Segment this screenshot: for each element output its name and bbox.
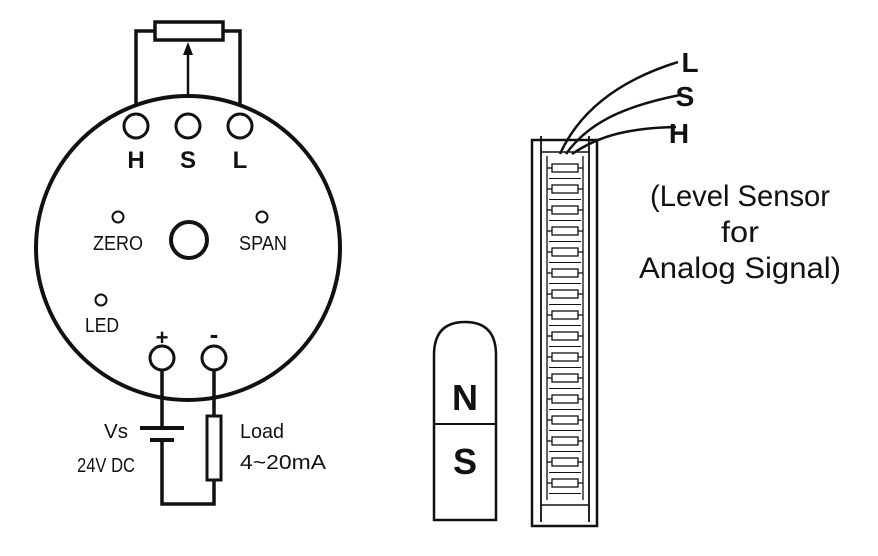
led-indicator [94,293,108,307]
sensor-resistor [551,436,579,446]
sensor-resistor [551,247,579,257]
sensor-resistor [551,352,579,362]
wire-l-label: L [681,47,698,78]
load-range-label: 4~20mA [240,452,327,474]
magnet-north-label: N [452,377,478,418]
load-label: Load [240,421,284,443]
sensor-resistor [551,394,579,404]
power-loop: Vs 24V DC Load 4~20mA [77,370,327,506]
sensor-resistor [551,478,579,488]
sensor-resistor [551,163,579,173]
plus-label: + [156,325,169,350]
magnet-south-label: S [453,441,477,482]
sensor-resistor [551,310,579,320]
sensor-resistor [551,268,579,278]
sensor-resistor [551,331,579,341]
terminal-s [174,112,202,140]
led-label: LED [85,315,119,337]
sensor-resistor [551,289,579,299]
zero-label: ZERO [93,233,143,255]
center-adjust-knob[interactable] [169,220,209,260]
sensor-caption-line1: (Level Sensor [650,180,830,213]
zero-trimmer[interactable] [111,210,125,224]
terminal-h [122,112,150,140]
terminal-l-label: L [233,147,248,174]
sensor-resistor [551,205,579,215]
span-label: SPAN [239,233,287,255]
wire-s-label: S [676,81,695,112]
sensor-resistor [551,457,579,467]
terminal-plus [148,344,176,372]
terminal-h-label: H [127,147,144,174]
vs-label: Vs [104,421,128,443]
wire-h-label: H [669,118,689,149]
load-resistor [205,414,223,482]
resistor-chain [546,156,584,500]
sensor-resistor [551,184,579,194]
sensor-resistor [551,373,579,383]
magnet: N S [432,320,498,522]
terminal-minus [200,344,228,372]
span-trimmer[interactable] [255,210,269,224]
sensor-caption-line3: Analog Signal) [639,252,841,285]
transmitter-body: H S L ZERO SPAN LED + - [34,94,342,402]
sensor-resistor [551,415,579,425]
sensor-caption-line2: for [721,216,759,249]
terminal-s-label: S [180,147,196,174]
sensor-resistor [551,226,579,236]
voltage-label: 24V DC [77,455,135,477]
level-sensor: L S H (Level Sensor for Analog Signal) [530,47,841,528]
minus-label: - [210,319,219,349]
terminal-l [226,112,254,140]
